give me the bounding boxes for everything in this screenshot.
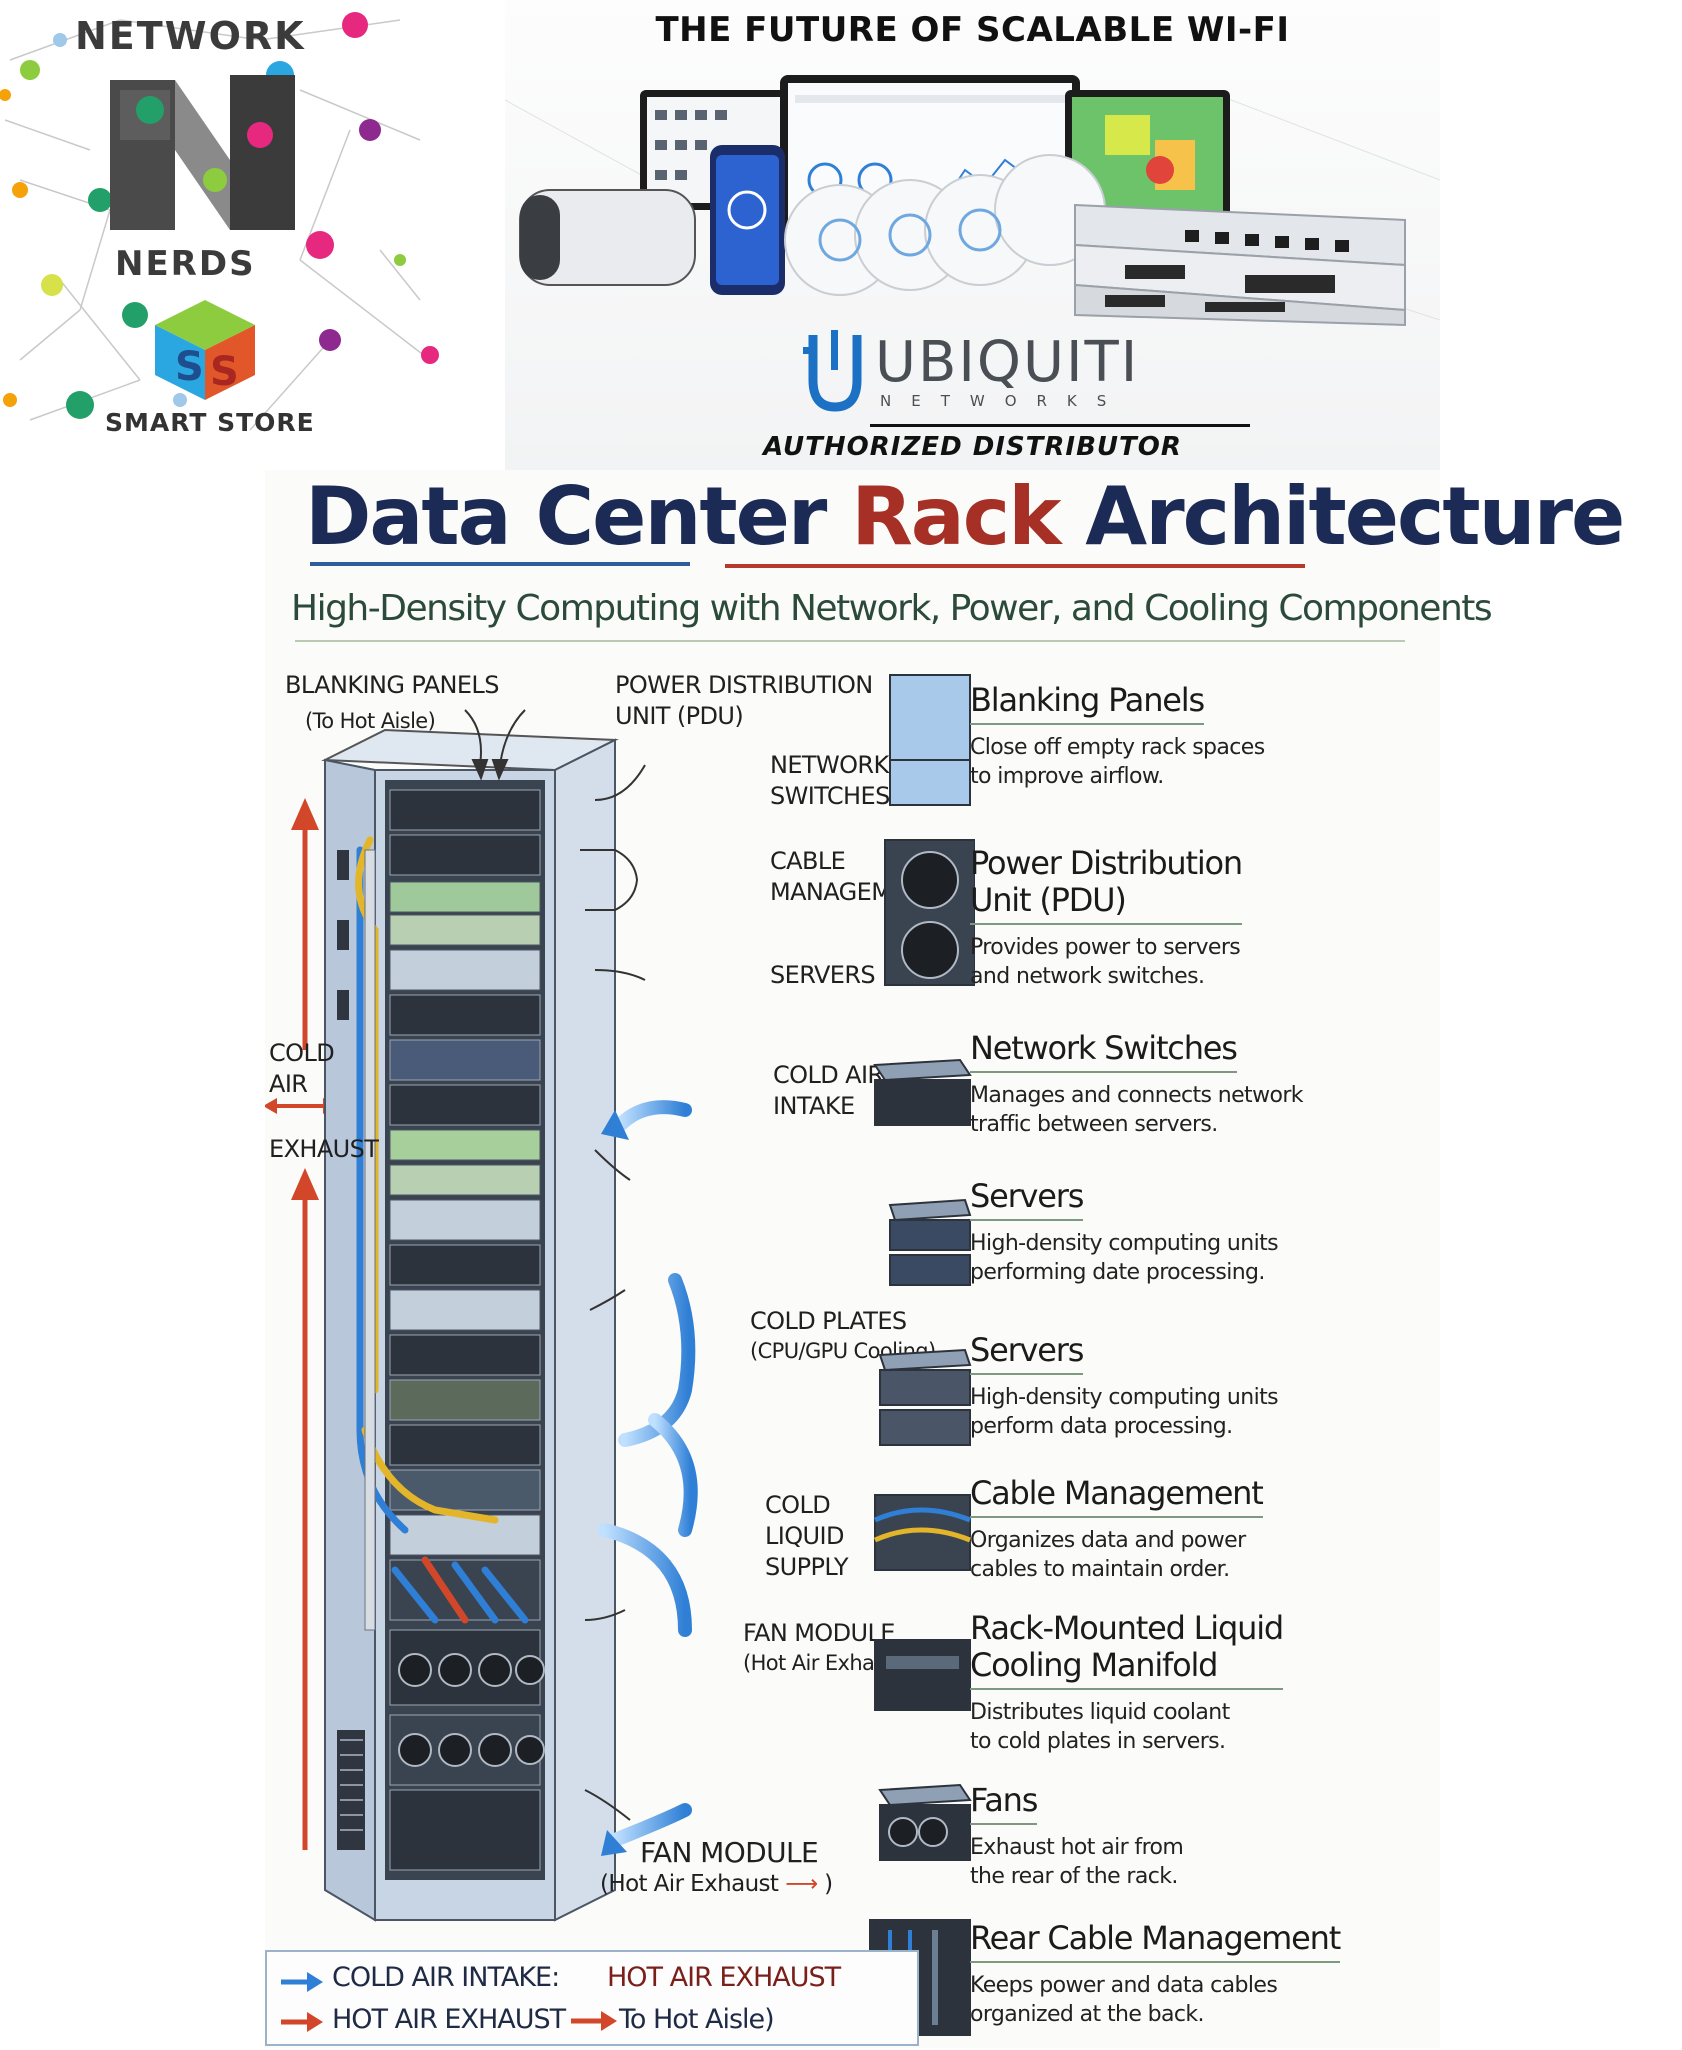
title-rack: Rack: [851, 470, 1061, 563]
title-underline-red: [725, 564, 1305, 568]
logo-smart-store-word: SMART STORE: [105, 408, 315, 437]
key-arrows: [281, 1972, 323, 2032]
network-switch-icon: [873, 1058, 972, 1082]
ubiquiti-brand-name: UBIQUITI: [875, 330, 1140, 395]
title-underline-blue: [310, 562, 690, 566]
title-architecture: Architecture: [1085, 470, 1625, 563]
ubiquiti-logo-icon: [803, 330, 862, 412]
callout-cold-plates-sub: (CPU/GPU Cooling): [750, 1339, 936, 1363]
key-hot-air-exhaust-right: HOT AIR EXHAUST: [607, 1962, 841, 1993]
legend-rear-cable-management: Rear Cable Management Keeps power and da…: [970, 1919, 1341, 2028]
legend-blanking-panels: Blanking Panels Close off empty rack spa…: [970, 681, 1265, 790]
callout-exhaust-left: EXHAUST: [269, 1135, 379, 1163]
key-hot-air-exhaust: HOT AIR EXHAUST: [332, 2004, 566, 2035]
svg-text:S: S: [210, 349, 239, 395]
callout-network-switches: NETWORK SWITCHES: [770, 751, 890, 811]
fans-icon: [878, 1783, 972, 1807]
liquid-manifold-icon: [874, 1639, 971, 1711]
callout-blanking-panels: BLANKING PANELS: [285, 671, 499, 699]
callout-pdu: POWER DISTRIBUTION UNIT (PDU): [615, 671, 873, 731]
logo-n-mark: [110, 75, 295, 230]
hot-air-arrows-left: [265, 798, 337, 1850]
callout-cold-air-left: COLD AIR: [269, 1039, 335, 1099]
callout-cold-liquid-supply: COLD LIQUID SUPPLY: [765, 1491, 849, 1582]
legend-pdu: Power Distribution Unit (PDU) Provides p…: [970, 844, 1243, 990]
brand-underline: [870, 424, 1250, 427]
legend-fans: Fans Exhaust hot air from the rear of th…: [970, 1781, 1184, 1890]
callout-leaders: [464, 709, 646, 1821]
manifold-pipe: [364, 849, 376, 1631]
authorized-distributor-label: AUTHORIZED DISTRIBUTOR: [763, 432, 1182, 462]
key-hot-arrow-icon: [571, 2011, 617, 2031]
ubiquiti-promo-banner: THE FUTURE OF SCALABLE WI-FI: [505, 0, 1440, 470]
hot-arrow-icon: ⟶: [785, 1871, 818, 1897]
subtitle-underline: [295, 640, 1405, 642]
network-nerds-logo: S S NETWORK NERDS SMART STORE: [0, 0, 440, 470]
callout-cold-air-intake: COLD AIR INTAKE: [773, 1061, 884, 1121]
fan-module-graphic: [398, 1653, 545, 1767]
legend-servers-2: Servers High-density computing units per…: [970, 1331, 1279, 1440]
title-data-center: Data Center: [305, 470, 827, 563]
infographic-subtitle: High-Density Computing with Network, Pow…: [291, 588, 1493, 629]
callout-fan-module-bottom-sub: (Hot Air Exhaust ⟶ ): [600, 1871, 833, 1897]
legend-network-switches: Network Switches Manages and connects ne…: [970, 1029, 1304, 1138]
logo-nerds-word: NERDS: [115, 244, 256, 284]
airflow-key: COLD AIR INTAKE: HOT AIR EXHAUST HOT AIR…: [265, 1950, 919, 2046]
server-rack-illustration: [265, 709, 698, 1922]
callout-fan-module-bottom: FAN MODULE: [640, 1836, 819, 1869]
legend-icons: [869, 674, 975, 2036]
blanking-panel-icon: [889, 674, 971, 806]
networks-subtext: NETWORKS: [880, 392, 1127, 410]
callout-blanking-sub: (To Hot Aisle): [305, 709, 436, 733]
infographic-title: Data Center Rack Architecture: [305, 470, 1625, 563]
callout-cold-plates: COLD PLATES: [750, 1307, 907, 1335]
callout-fan-module: FAN MODULE: [743, 1619, 895, 1647]
rack-units: [389, 789, 541, 1871]
server-icon-1: [888, 1198, 972, 1222]
cold-air-arrows: [598, 1100, 698, 1847]
smart-store-cube: S S: [155, 300, 255, 400]
logo-network-word: NETWORK: [75, 14, 306, 58]
rack-architecture-infographic: Data Center Rack Architecture High-Densi…: [265, 470, 1625, 2048]
key-cold-air-intake: COLD AIR INTAKE:: [332, 1962, 560, 1993]
promo-title: THE FUTURE OF SCALABLE WI-FI: [655, 10, 1290, 50]
callout-servers: SERVERS: [770, 961, 876, 989]
legend-cable-management: Cable Management Organizes data and powe…: [970, 1474, 1264, 1583]
network-nodes-graphic: S S: [0, 12, 439, 431]
wifi-products-image: [505, 75, 1440, 327]
svg-text:S: S: [175, 344, 204, 390]
key-to-hot-aisle: To Hot Aisle): [619, 2004, 775, 2035]
legend-servers-1: Servers High-density computing units per…: [970, 1177, 1279, 1286]
server-icon-2: [878, 1348, 972, 1372]
legend-liquid-manifold: Rack-Mounted Liquid Cooling Manifold Dis…: [970, 1609, 1284, 1755]
